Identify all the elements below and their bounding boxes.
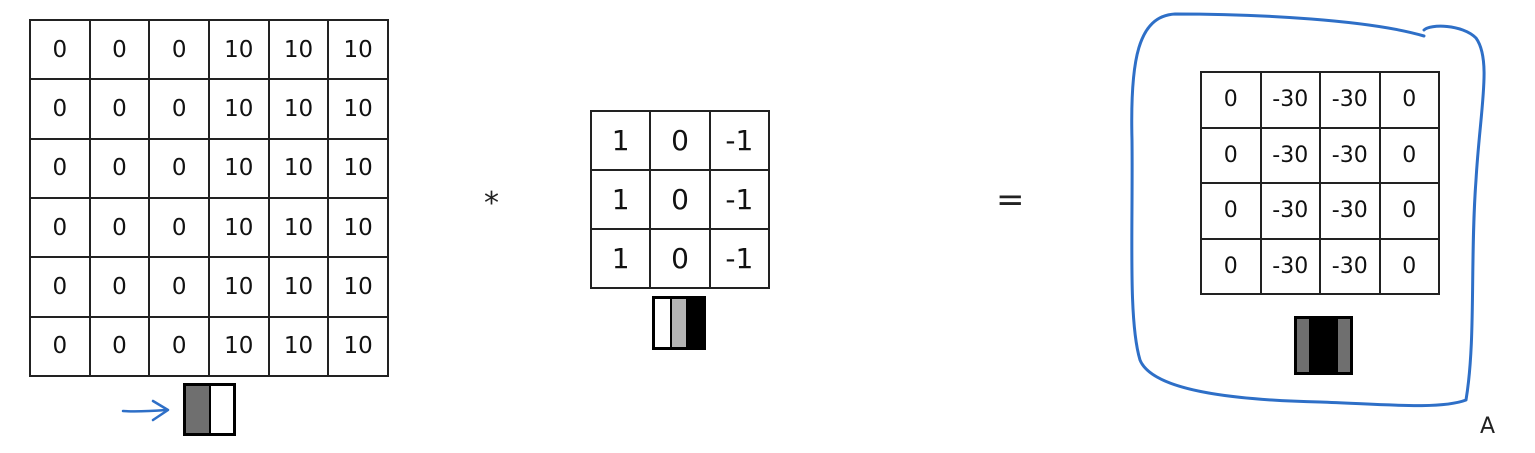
- equals-operator: =: [996, 180, 1025, 220]
- matrix-cell: 10: [327, 137, 389, 199]
- matrix-cell: 1: [589, 110, 652, 171]
- matrix-cell: 0: [1200, 237, 1262, 295]
- matrix-cell: 0: [88, 137, 151, 199]
- matrix-cell: 0: [1378, 182, 1440, 240]
- matrix-cell: 0: [88, 78, 151, 140]
- matrix-cell: 10: [327, 18, 389, 81]
- output-edge-swatch: [1294, 316, 1353, 375]
- swatch-band: [688, 299, 704, 347]
- output-label: A: [1480, 414, 1496, 439]
- matrix-cell: 0: [88, 196, 151, 259]
- matrix-cell: 0: [29, 315, 91, 378]
- matrix-cell: -1: [708, 169, 771, 230]
- matrix-cell: 0: [1200, 71, 1262, 129]
- matrix-cell: 0: [649, 228, 711, 289]
- matrix-cell: 0: [1200, 126, 1262, 184]
- swatch-band: [1297, 319, 1311, 372]
- matrix-cell: 1: [589, 228, 652, 289]
- matrix-cell: 0: [29, 137, 91, 199]
- swatch-band: [186, 386, 211, 433]
- swatch-band: [1310, 319, 1325, 372]
- kernel-edge-swatch: [652, 296, 706, 350]
- swatch-band: [210, 386, 233, 433]
- matrix-cell: -30: [1319, 237, 1381, 295]
- matrix-cell: 0: [29, 78, 91, 140]
- matrix-cell: -30: [1319, 182, 1381, 240]
- matrix-cell: 0: [148, 256, 210, 318]
- matrix-cell: 0: [1378, 237, 1440, 295]
- matrix-cell: -30: [1259, 126, 1321, 184]
- right-arrow-icon: [121, 399, 170, 422]
- matrix-cell: 0: [1378, 71, 1440, 129]
- matrix-cell: -30: [1319, 71, 1381, 129]
- matrix-cell: 10: [327, 315, 389, 378]
- matrix-cell: 10: [267, 315, 330, 378]
- matrix-cell: 10: [207, 18, 270, 81]
- matrix-cell: -1: [708, 110, 771, 171]
- matrix-cell: 0: [148, 196, 210, 259]
- matrix-cell: 10: [207, 256, 270, 318]
- matrix-cell: 0: [1378, 126, 1440, 184]
- matrix-cell: 0: [29, 256, 91, 318]
- matrix-cell: 10: [267, 256, 330, 318]
- matrix-cell: 10: [207, 78, 270, 140]
- matrix-cell: -30: [1259, 182, 1321, 240]
- matrix-cell: 0: [148, 18, 210, 81]
- matrix-cell: 0: [148, 78, 210, 140]
- matrix-cell: 10: [267, 137, 330, 199]
- matrix-cell: -1: [708, 228, 771, 289]
- swatch-band: [671, 299, 689, 347]
- matrix-cell: 10: [207, 137, 270, 199]
- matrix-cell: 0: [88, 18, 151, 81]
- matrix-cell: 0: [29, 196, 91, 259]
- swatch-band: [1338, 319, 1350, 372]
- matrix-cell: 10: [267, 196, 330, 259]
- matrix-cell: -30: [1259, 71, 1321, 129]
- matrix-cell: 10: [267, 18, 330, 81]
- matrix-cell: 1: [589, 169, 652, 230]
- matrix-cell: 0: [1200, 182, 1262, 240]
- matrix-cell: 0: [649, 169, 711, 230]
- matrix-cell: 0: [148, 315, 210, 378]
- matrix-cell: 0: [88, 315, 151, 378]
- matrix-cell: -30: [1259, 237, 1321, 295]
- matrix-cell: 10: [207, 315, 270, 378]
- matrix-cell: -30: [1319, 126, 1381, 184]
- matrix-cell: 10: [267, 78, 330, 140]
- matrix-cell: 0: [148, 137, 210, 199]
- swatch-band: [655, 299, 672, 347]
- matrix-cell: 0: [88, 256, 151, 318]
- matrix-cell: 10: [327, 256, 389, 318]
- matrix-cell: 0: [649, 110, 711, 171]
- matrix-cell: 10: [327, 78, 389, 140]
- convolution-operator: *: [484, 186, 499, 221]
- matrix-cell: 10: [327, 196, 389, 259]
- matrix-cell: 0: [29, 18, 91, 81]
- matrix-cell: 10: [207, 196, 270, 259]
- swatch-band: [1324, 319, 1339, 372]
- input-edge-swatch: [183, 383, 236, 436]
